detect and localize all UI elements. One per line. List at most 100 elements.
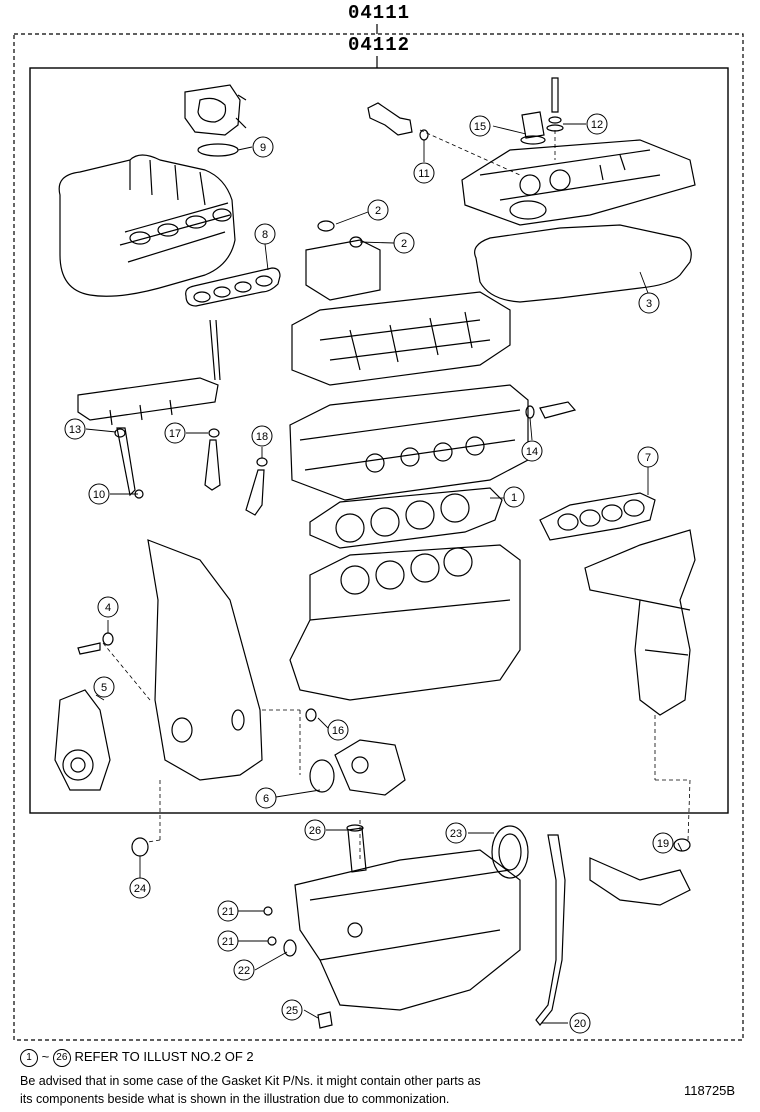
svg-text:8: 8 bbox=[262, 229, 268, 241]
throttle-body bbox=[184, 84, 247, 136]
throttle-body-gasket bbox=[197, 143, 239, 157]
svg-text:10: 10 bbox=[93, 489, 105, 501]
callout-21: 21 bbox=[217, 930, 239, 952]
svg-text:7: 7 bbox=[645, 452, 651, 464]
callout-1: 1 bbox=[503, 486, 525, 508]
exhaust-pipe bbox=[589, 838, 691, 906]
callout-9: 9 bbox=[252, 136, 274, 158]
callout-14: 14 bbox=[521, 440, 543, 462]
svg-text:6: 6 bbox=[263, 793, 269, 805]
timing-chain-cover bbox=[147, 539, 263, 781]
svg-text:11: 11 bbox=[418, 168, 429, 180]
svg-text:3: 3 bbox=[646, 298, 652, 310]
callout-6: 6 bbox=[255, 787, 277, 809]
svg-text:19: 19 bbox=[657, 838, 669, 850]
kit-04112-boundary bbox=[29, 67, 729, 814]
o-ring bbox=[263, 906, 273, 916]
svg-text:14: 14 bbox=[526, 446, 538, 458]
commonization-note-line-1: Be advised that in some case of the Gask… bbox=[20, 1074, 481, 1088]
svg-text:17: 17 bbox=[169, 428, 181, 440]
oil-pressure-switch bbox=[525, 401, 577, 419]
callout-4: 4 bbox=[97, 596, 119, 618]
kit-number-outer: 04111 bbox=[348, 2, 411, 24]
callout-2: 2 bbox=[393, 232, 415, 254]
drain-cock-gasket bbox=[305, 708, 317, 722]
svg-text:16: 16 bbox=[332, 725, 344, 737]
svg-text:25: 25 bbox=[286, 1005, 298, 1017]
callout-13: 13 bbox=[64, 418, 86, 440]
exhaust-manifold-gasket bbox=[539, 492, 656, 541]
exhaust-manifold bbox=[584, 529, 696, 716]
cylinder-head-gasket bbox=[309, 487, 503, 549]
timing-cover-oil-seal bbox=[131, 837, 149, 857]
reference-note: 1 ~ 26 REFER TO ILLUST NO.2 OF 2 bbox=[20, 1048, 254, 1067]
callout-25: 25 bbox=[281, 999, 303, 1021]
callout-11: 11 bbox=[413, 162, 435, 184]
oil-pan-gasket-ring bbox=[283, 939, 297, 957]
callout-15: 15 bbox=[469, 115, 491, 137]
intake-manifold-gasket bbox=[185, 267, 281, 307]
svg-text:21: 21 bbox=[222, 936, 234, 948]
camshaft-housing bbox=[291, 239, 511, 386]
svg-text:22: 22 bbox=[238, 965, 250, 977]
kit-04111-boundary bbox=[13, 33, 744, 1041]
callout-12: 12 bbox=[586, 113, 608, 135]
callout-26: 26 bbox=[304, 819, 326, 841]
pcv-valve bbox=[367, 102, 429, 141]
svg-text:1: 1 bbox=[511, 492, 517, 504]
callout-2: 2 bbox=[367, 199, 389, 221]
callout-10: 10 bbox=[88, 483, 110, 505]
fuel-delivery-pipe bbox=[77, 319, 221, 426]
svg-text:2: 2 bbox=[375, 205, 381, 217]
svg-text:2: 2 bbox=[401, 238, 407, 250]
callout-16: 16 bbox=[327, 719, 349, 741]
oil-level-gauge-guide bbox=[535, 834, 566, 1026]
svg-text:4: 4 bbox=[105, 602, 111, 614]
oil-pan bbox=[294, 849, 521, 1011]
water-pump-bolt bbox=[77, 632, 114, 655]
kit-number-inner: 04112 bbox=[348, 34, 411, 56]
ref-range-start: 1 bbox=[20, 1048, 38, 1067]
svg-text:13: 13 bbox=[69, 424, 81, 436]
water-pump bbox=[54, 689, 111, 791]
svg-text:12: 12 bbox=[591, 119, 603, 131]
drain-plug bbox=[317, 1011, 333, 1029]
callout-20: 20 bbox=[569, 1012, 591, 1034]
callout-18: 18 bbox=[251, 425, 273, 447]
crankshaft-rear-oil-seal bbox=[491, 825, 529, 879]
svg-text:18: 18 bbox=[256, 431, 268, 443]
drawing-number: 118725B bbox=[684, 1083, 736, 1098]
callout-22: 22 bbox=[233, 959, 255, 981]
intake-manifold bbox=[58, 154, 236, 297]
o-ring bbox=[267, 936, 277, 946]
cylinder-head-cover bbox=[461, 139, 696, 226]
crankshaft-front-oil-seal bbox=[309, 759, 335, 793]
callout-8: 8 bbox=[254, 223, 276, 245]
ref-tilde: ~ bbox=[41, 1049, 50, 1064]
ref-range-end: 26 bbox=[52, 1048, 71, 1067]
svg-text:5: 5 bbox=[101, 682, 107, 694]
callout-5: 5 bbox=[93, 676, 115, 698]
callout-24: 24 bbox=[129, 877, 151, 899]
callout-23: 23 bbox=[445, 822, 467, 844]
svg-text:26: 26 bbox=[309, 825, 321, 837]
svg-text:23: 23 bbox=[450, 828, 462, 840]
svg-text:9: 9 bbox=[260, 142, 266, 154]
valves-and-seals bbox=[114, 427, 268, 516]
callout-3: 3 bbox=[638, 292, 660, 314]
svg-text:15: 15 bbox=[474, 121, 486, 133]
cylinder-head bbox=[289, 384, 529, 501]
commonization-note-line-2: its components beside what is shown in t… bbox=[20, 1092, 450, 1106]
svg-text:20: 20 bbox=[574, 1018, 586, 1030]
cylinder-head-cover-gasket bbox=[474, 224, 692, 303]
cylinder-block bbox=[289, 544, 521, 701]
cover-bolt bbox=[546, 77, 564, 132]
oil-filler-cap bbox=[520, 111, 546, 145]
callout-19: 19 bbox=[652, 832, 674, 854]
svg-text:24: 24 bbox=[134, 883, 146, 895]
oil-strainer bbox=[347, 827, 367, 873]
callout-17: 17 bbox=[164, 422, 186, 444]
callout-7: 7 bbox=[637, 446, 659, 468]
svg-text:21: 21 bbox=[222, 906, 234, 918]
